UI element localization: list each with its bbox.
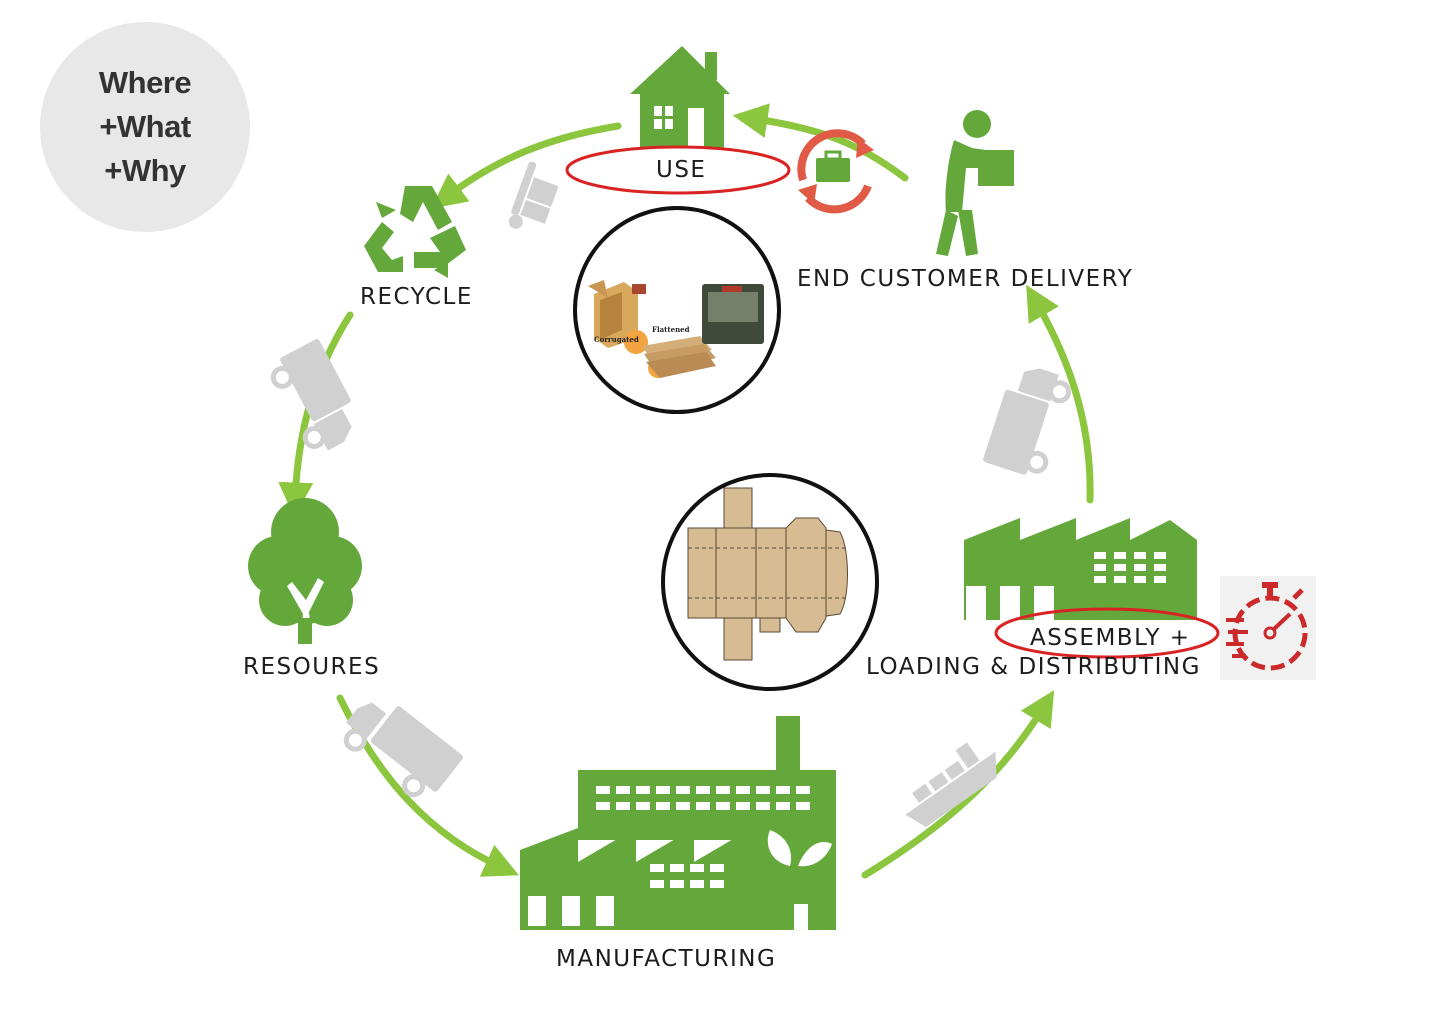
truck-icon [270, 339, 352, 451]
stage-label-resources: RESOURES [243, 654, 381, 680]
highlight-assembly [994, 607, 1220, 659]
truck-icon [343, 702, 463, 798]
recycle-icon [364, 186, 466, 278]
badge-line-what: +What [99, 109, 191, 144]
arrow-manufacturing-to-assembly [861, 690, 1055, 879]
truck-icon [983, 368, 1072, 475]
stage-label-manufacturing: MANUFACTURING [556, 946, 777, 972]
tree-icon [248, 498, 362, 644]
house-icon [630, 46, 730, 148]
stage-label-recycle: RECYCLE [360, 284, 473, 310]
stage-label-use: USE [656, 157, 707, 183]
inset-use-circle: Corrugated Flattened [573, 206, 781, 414]
badge-line-why: +Why [104, 153, 186, 188]
arrow-use-to-recycle [431, 122, 622, 209]
toolbox-refresh-icon [797, 129, 874, 214]
delivery-person-icon [936, 110, 1014, 256]
stopwatch-icon [1220, 576, 1316, 680]
highlight-use [565, 145, 791, 195]
factory-icon [520, 716, 836, 930]
stage-label-loading: LOADING & DISTRIBUTING [866, 654, 1201, 680]
arrow-assembly-to-delivery [1026, 284, 1094, 504]
stage-label-delivery: END CUSTOMER DELIVERY [797, 266, 1134, 292]
stage-label-assembly: ASSEMBLY + [1030, 625, 1191, 651]
inset-label-flattened: Flattened [652, 325, 690, 334]
inset-label-corrugated: Corrugated [594, 335, 639, 344]
box-dieline-icon [661, 473, 879, 691]
badge-line-where: Where [98, 65, 192, 100]
ship-icon [905, 742, 997, 828]
hand-truck-icon [508, 161, 559, 229]
warehouse-icon [964, 518, 1197, 620]
where-what-why-badge: Where +What +Why [40, 22, 250, 232]
